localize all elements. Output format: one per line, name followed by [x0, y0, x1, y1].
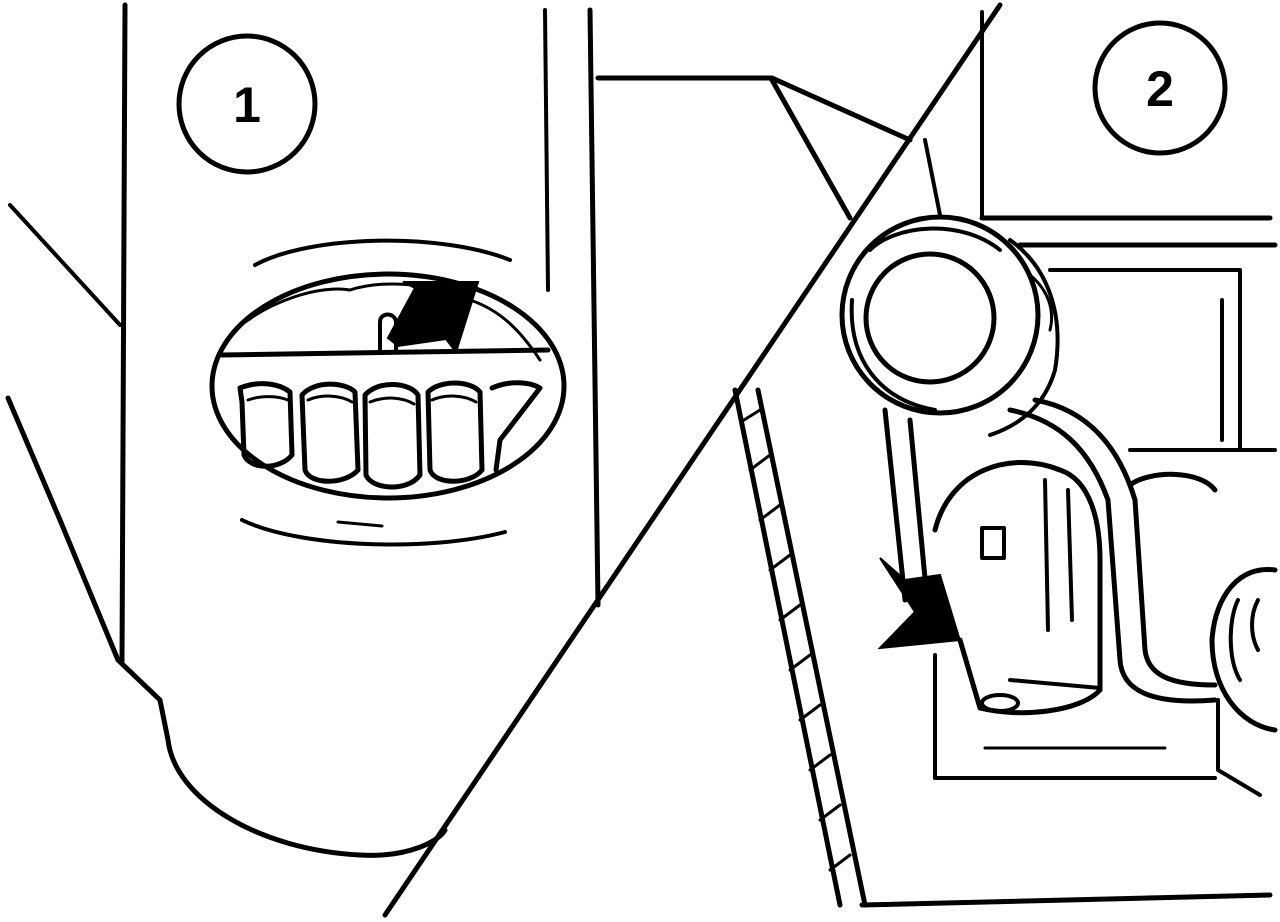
panel-2-knob — [839, 214, 1060, 437]
panel-1-window-lower-accent — [336, 520, 384, 528]
panel-1-window-upper-rim — [253, 238, 512, 267]
panel-divider-line — [382, 2, 1003, 918]
panel-2-inner-edge — [923, 138, 942, 217]
panel-2-upper-bracket — [595, 75, 913, 143]
panel-1-upper-left-edge — [8, 203, 122, 327]
panel-1-body-outline — [5, 395, 448, 858]
panel-2-side-fitting — [1209, 566, 1278, 797]
panel-1-right-tube-edge — [587, 7, 601, 608]
panel-1-inspection-window — [209, 271, 567, 501]
panel-2-pointer-arrow — [877, 557, 976, 691]
panel-2-bracket-link — [769, 77, 853, 221]
panel-1-window-lower-rim — [240, 518, 507, 547]
panel-1: 1 — [5, 2, 601, 858]
callout-2: 2 — [1092, 20, 1228, 156]
panel-1-inner-panel-edge — [543, 8, 550, 292]
callout-1-circle — [176, 33, 318, 175]
panel-1-left-tube-edge — [119, 2, 128, 665]
panel-2-housing-rail-inner — [1048, 268, 1242, 452]
panel-1-mechanism-bar — [219, 347, 551, 358]
panel-2-tube — [882, 397, 1218, 704]
panel-2-base-bottom — [859, 892, 1273, 908]
panel-2-connector-block — [932, 460, 1103, 716]
callout-2-circle — [1092, 20, 1228, 156]
panel-1-connector-pins — [237, 380, 543, 490]
panel-1-pointer-arrow — [386, 281, 480, 355]
panel-2: 2 — [595, 10, 1278, 908]
callout-1: 1 — [176, 33, 318, 175]
callout-2-number: 2 — [1146, 61, 1174, 117]
panel-1-internal-contour — [233, 282, 542, 362]
panel-2-hatched-strip — [732, 387, 868, 908]
callout-1-number: 1 — [233, 77, 261, 133]
